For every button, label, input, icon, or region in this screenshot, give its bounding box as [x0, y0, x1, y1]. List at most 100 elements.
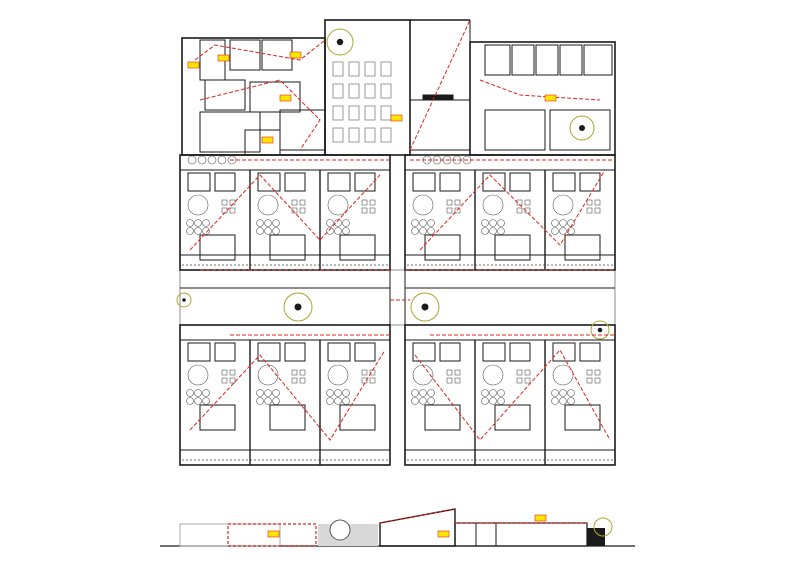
paving-dot — [302, 264, 304, 266]
storage — [269, 234, 306, 261]
washroom — [214, 342, 236, 362]
paving-dot — [503, 459, 505, 461]
washroom — [284, 342, 306, 362]
tree-trunk-icon — [336, 38, 344, 46]
hexagon-table — [264, 397, 272, 405]
paving-dot — [238, 264, 240, 266]
storage — [494, 234, 531, 261]
hexagon-table — [427, 397, 435, 405]
paving-dot — [583, 264, 585, 266]
paving-dot — [423, 264, 425, 266]
hexagon-table — [326, 227, 334, 235]
paving-dot — [459, 264, 461, 266]
washroom — [509, 342, 531, 362]
table — [516, 369, 523, 376]
paving-dot — [571, 264, 573, 266]
paving-dot — [479, 459, 481, 461]
paving-dot — [431, 459, 433, 461]
paving-dot — [583, 459, 585, 461]
paving-dot — [234, 264, 236, 266]
sign-tag — [267, 530, 280, 538]
table — [586, 199, 593, 206]
washroom — [552, 342, 576, 362]
paving-dot — [547, 459, 549, 461]
hexagon-table — [497, 397, 505, 405]
hexagon-table — [342, 397, 350, 405]
washroom — [482, 172, 506, 192]
washroom — [257, 172, 281, 192]
paving-dot — [334, 459, 336, 461]
paving-dot — [374, 264, 376, 266]
tree-icon — [410, 292, 440, 322]
storage — [424, 234, 461, 261]
escape-route-line — [409, 19, 471, 151]
hexagon-table — [411, 227, 419, 235]
paving-dot — [427, 459, 429, 461]
paving-dot — [575, 264, 577, 266]
paving-dot — [535, 459, 537, 461]
paving-dot — [603, 459, 605, 461]
classroom-block — [179, 154, 391, 271]
table — [586, 207, 593, 214]
paving-dot — [439, 459, 441, 461]
paving-dot — [214, 264, 216, 266]
paving-dot — [603, 264, 605, 266]
paving-dot — [551, 459, 553, 461]
table — [446, 377, 453, 384]
paving-dot — [483, 264, 485, 266]
table — [516, 207, 523, 214]
paving-dot — [258, 459, 260, 461]
paving-dot — [218, 264, 220, 266]
paving-dot — [475, 264, 477, 266]
room — [559, 44, 583, 76]
paving-dot — [370, 459, 372, 461]
dining-table — [380, 127, 392, 143]
paving-dot — [527, 264, 529, 266]
roof-line — [379, 508, 456, 524]
paving-dot — [346, 459, 348, 461]
room — [279, 109, 326, 151]
paving-dot — [563, 459, 565, 461]
paving-dot — [342, 264, 344, 266]
paving-dot — [350, 459, 352, 461]
round-table — [552, 194, 574, 216]
paving-dot — [491, 264, 493, 266]
paving-dot — [415, 264, 417, 266]
paving-dot — [366, 264, 368, 266]
paving-dot — [611, 264, 613, 266]
hexagon-table — [551, 219, 559, 227]
hexagon-table — [559, 219, 567, 227]
paving-dot — [559, 264, 561, 266]
sign-tag — [261, 136, 274, 144]
washroom — [257, 342, 281, 362]
room — [535, 44, 559, 76]
sign-tag — [534, 514, 547, 522]
paving-dot — [202, 264, 204, 266]
paving-dot — [531, 264, 533, 266]
paving-dot — [282, 459, 284, 461]
escape-route-line — [199, 79, 321, 151]
paving-dot — [286, 264, 288, 266]
paving-dot — [246, 264, 248, 266]
hexagon-table — [559, 227, 567, 235]
washroom — [187, 342, 211, 362]
paving-dot — [483, 459, 485, 461]
round-table — [187, 155, 197, 165]
hexagon-table — [256, 219, 264, 227]
section-block — [587, 528, 605, 546]
paving-dot — [407, 459, 409, 461]
hexagon-table — [194, 397, 202, 405]
table — [291, 377, 298, 384]
paving-dot — [242, 459, 244, 461]
hexagon-table — [551, 227, 559, 235]
paving-dot — [234, 459, 236, 461]
hexagon-table — [411, 397, 419, 405]
washroom — [579, 172, 601, 192]
paving-dot — [419, 459, 421, 461]
paving-dot — [310, 459, 312, 461]
paving-dot — [190, 264, 192, 266]
hexagon-table — [264, 389, 272, 397]
table — [221, 369, 228, 376]
paving-dot — [451, 264, 453, 266]
paving-dot — [463, 264, 465, 266]
